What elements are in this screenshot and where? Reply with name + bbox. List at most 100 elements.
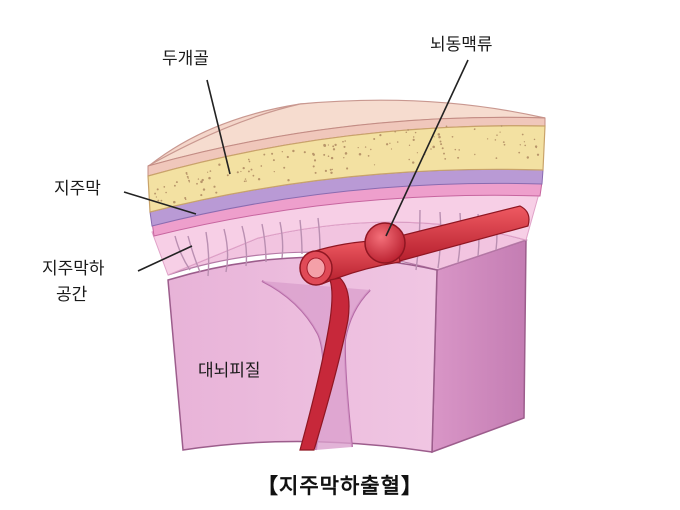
bone-dot: [240, 170, 242, 173]
leader-skull: [206, 79, 231, 175]
bone-dot: [407, 128, 410, 131]
bone-dot: [157, 199, 160, 202]
bone-dot: [200, 194, 203, 197]
bone-dot: [379, 134, 382, 137]
bone-dot: [313, 159, 317, 162]
bone-dot: [503, 143, 506, 146]
bone-dot: [314, 171, 317, 174]
bone-dot: [188, 179, 190, 182]
bone-dot: [209, 170, 212, 172]
bone-dot: [263, 153, 266, 156]
bone-dot: [346, 167, 349, 170]
bone-dot: [396, 141, 399, 143]
bone-dot: [327, 144, 330, 146]
bone-dot: [370, 148, 372, 151]
brain-side-face: [431, 238, 527, 454]
leader-subarachnoid: [137, 245, 193, 272]
bone-dot: [250, 168, 253, 171]
bone-dot: [281, 151, 283, 153]
vessel-back-branch: [391, 205, 530, 263]
leader-aneurysm: [385, 59, 469, 237]
bone-dot: [345, 152, 348, 155]
bone-dot: [535, 146, 538, 149]
bone-dot: [188, 181, 191, 183]
bone-dot: [412, 136, 415, 138]
bone-dot: [445, 125, 448, 128]
bone-dot: [215, 191, 218, 194]
bone-dot: [175, 181, 178, 184]
bone-dot: [533, 138, 536, 141]
label-subarachnoid-line2: 공간: [56, 285, 88, 305]
bone-dot: [196, 182, 198, 185]
bone-dot: [499, 131, 501, 133]
bone-dot: [197, 178, 200, 180]
bone-dot: [165, 191, 167, 194]
bone-dot: [334, 143, 337, 147]
bone-dot: [330, 156, 334, 160]
aneurysm: [364, 222, 406, 264]
skull-block: [147, 99, 546, 213]
bone-dot: [154, 192, 157, 195]
bone-dot: [155, 196, 158, 198]
bone-dot: [473, 128, 476, 131]
bone-dot: [330, 171, 333, 175]
brain-front-face: [167, 256, 438, 453]
bone-dot: [454, 148, 457, 151]
bone-dot: [364, 146, 367, 148]
bone-dot: [287, 179, 290, 182]
bone-dot: [536, 153, 540, 156]
bone-dot: [458, 149, 460, 151]
bone-dot: [292, 149, 295, 153]
bone-dot: [405, 131, 408, 134]
bone-dot: [332, 148, 336, 151]
bone-dot: [495, 157, 498, 159]
bone-dot: [343, 157, 345, 159]
bone-dot: [344, 140, 347, 142]
bone-dot: [411, 161, 415, 164]
bone-dot: [438, 135, 441, 139]
bone-dot: [185, 172, 188, 174]
bone-dot: [373, 164, 376, 166]
label-aneurysm: 뇌동맥류: [430, 35, 493, 55]
bone-dot: [414, 131, 417, 134]
bone-dot: [332, 145, 335, 148]
bone-dot: [444, 157, 447, 160]
bone-dot: [247, 170, 250, 173]
bone-dot: [526, 156, 529, 159]
bone-dot: [273, 170, 275, 173]
bone-dot: [323, 143, 326, 147]
bone-dot: [323, 153, 326, 156]
bone-dot: [474, 153, 476, 156]
bone-dot: [357, 146, 359, 149]
bone-dot: [272, 159, 275, 162]
diagram-caption: 【지주막하출혈】: [257, 474, 423, 498]
bone-dot: [213, 185, 216, 188]
bone-dot: [437, 133, 441, 136]
bone-dot: [416, 152, 419, 154]
bone-dot: [243, 180, 246, 183]
bone-dot: [201, 178, 204, 182]
bone-dot: [439, 140, 442, 143]
blood-vessel: [299, 205, 530, 451]
bone-dot: [226, 174, 229, 177]
bone-dot: [252, 174, 255, 177]
bone-dot: [186, 175, 189, 178]
bone-dot: [500, 125, 503, 127]
bone-dot: [331, 168, 333, 171]
bone-dot: [389, 142, 391, 144]
bone-dot: [343, 145, 346, 148]
label-subarachnoid-line1: 지주막하: [42, 259, 105, 279]
bone-dot: [358, 153, 362, 156]
bone-dot: [156, 188, 159, 191]
bone-dot: [312, 165, 315, 168]
bone-dot: [408, 144, 411, 146]
bone-dot: [187, 177, 189, 179]
bone-dot: [327, 155, 330, 157]
label-arachnoid: 지주막: [54, 179, 101, 199]
bone-dot: [451, 135, 454, 138]
bone-dot: [443, 152, 445, 155]
bone-dot: [218, 163, 221, 166]
bone-dot: [260, 165, 263, 167]
bone-dot: [286, 155, 289, 159]
